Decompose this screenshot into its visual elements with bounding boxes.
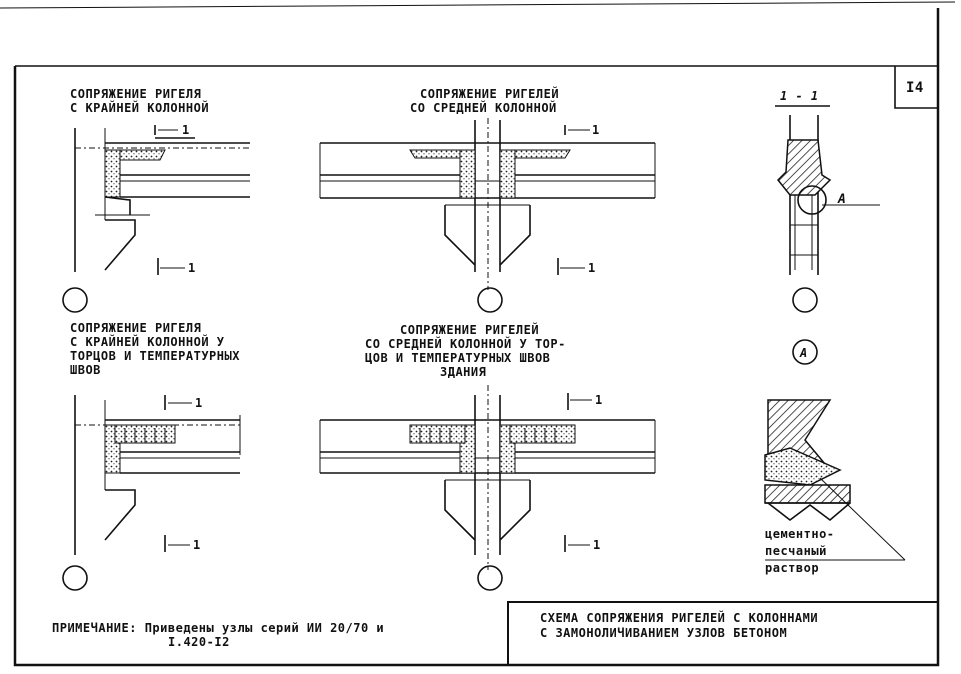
detail-edge-column-joint: СОПРЯЖЕНИЕ РИГЕЛЯ С КРАЙНЕЙ КОЛОННОЙ У Т… — [62, 321, 241, 591]
detail-title: СОПРЯЖЕНИЕ РИГЕЛЯ — [70, 87, 201, 101]
detail-title: СОПРЯЖЕНИЕ РИГЕЛЕЙ — [420, 86, 559, 101]
section-mark: 1 — [193, 538, 201, 552]
section-title: 1 - 1 — [780, 89, 819, 103]
detail-title: СО СРЕДНЕЙ КОЛОННОЙ У ТОР- — [365, 336, 566, 351]
detail-edge-column: СОПРЯЖЕНИЕ РИГЕЛЯ С КРАЙНЕЙ КОЛОННОЙ 1 1 — [62, 87, 250, 313]
callout-marker — [792, 339, 818, 365]
detail-title: СО СРЕДНЕЙ КОЛОННОЙ — [410, 100, 557, 115]
title-block: СХЕМА СОПРЯЖЕНИЯ РИГЕЛЕЙ С КОЛОННАМИ С З… — [507, 601, 938, 665]
section-mark: 1 — [593, 538, 601, 552]
detail-a: А цементно- песчаный раствор — [764, 399, 906, 575]
section-mark: 1 — [182, 123, 190, 137]
callout-marker-label: А — [799, 346, 808, 360]
detail-title: С КРАЙНЕЙ КОЛОННОЙ У — [70, 334, 225, 349]
detail-middle-column: СОПРЯЖЕНИЕ РИГЕЛЕЙ СО СРЕДНЕЙ КОЛОННОЙ 1… — [319, 86, 656, 313]
detail-section-1-1: 1 - 1 А А — [775, 89, 880, 365]
axis-marker — [62, 565, 88, 591]
detail-title: ЗДАНИЯ — [440, 365, 486, 379]
detail-title: ШВОВ — [70, 363, 101, 377]
section-mark: 1 — [592, 123, 600, 137]
detail-title: С КРАЙНЕЙ КОЛОННОЙ — [70, 100, 209, 115]
detail-title: СОПРЯЖЕНИЕ РИГЕЛЯ — [70, 321, 201, 335]
note-line: I.420-I2 — [168, 635, 230, 649]
material-note: раствор — [765, 561, 819, 575]
drawing-title: СХЕМА СОПРЯЖЕНИЯ РИГЕЛЕЙ С КОЛОННАМИ — [540, 610, 818, 625]
axis-marker — [477, 287, 503, 313]
detail-title: ЦОВ И ТЕМПЕРАТУРНЫХ ШВОВ — [365, 351, 550, 365]
material-note: цементно- — [765, 527, 835, 541]
section-mark: 1 — [195, 396, 203, 410]
axis-marker — [62, 287, 88, 313]
section-mark: 1 — [588, 261, 596, 275]
detail-title: СОПРЯЖЕНИЕ РИГЕЛЕЙ — [400, 322, 539, 337]
detail-title: ТОРЦОВ И ТЕМПЕРАТУРНЫХ — [70, 349, 240, 363]
note-line: ПРИМЕЧАНИЕ: Приведены узлы серий ИИ 20/7… — [52, 621, 384, 635]
sheet-number: I4 — [906, 80, 924, 96]
note: ПРИМЕЧАНИЕ: Приведены узлы серий ИИ 20/7… — [52, 621, 384, 649]
callout-label: А — [837, 192, 846, 207]
detail-middle-column-joint: СОПРЯЖЕНИЕ РИГЕЛЕЙ СО СРЕДНЕЙ КОЛОННОЙ У… — [319, 322, 656, 591]
section-mark: 1 — [188, 261, 196, 275]
section-mark: 1 — [595, 393, 603, 407]
axis-marker — [477, 565, 503, 591]
sheet-number-box: I4 — [894, 66, 938, 109]
drawing-title: С ЗАМОНОЛИЧИВАНИЕМ УЗЛОВ БЕТОНОМ — [540, 626, 787, 640]
axis-marker — [792, 287, 818, 313]
material-note: песчаный — [765, 544, 827, 558]
